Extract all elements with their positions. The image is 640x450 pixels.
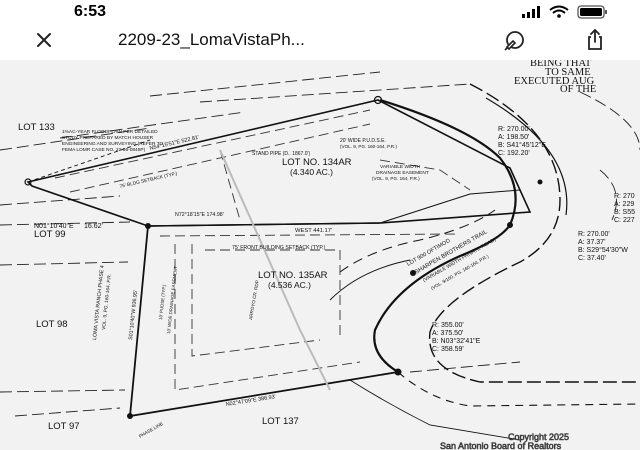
lot-135ar: LOT NO. 135AR (4.536 AC.): [258, 270, 328, 290]
lot-134ar: LOT NO. 134AR (4.340 AC.): [282, 157, 352, 177]
floodplain-note: 1%AC-YEAR FLOODPLAIN PER DETAILED STUDY …: [62, 129, 164, 153]
lot-135ar-acres: (4.536 AC.): [268, 280, 311, 290]
copyright-watermark: Copyright 2025 San Antonio Board of Real…: [440, 432, 570, 450]
curve-2-bearing: B: S29°54'30"W: [578, 246, 628, 254]
cellular-signal-icon: [522, 6, 540, 18]
close-icon[interactable]: [32, 28, 56, 52]
curve-2-chord: C: 37.40': [578, 255, 606, 262]
lot-labels: LOT 133 LOT 99 LOT 98 LOT 97 LOT 137: [18, 122, 299, 432]
curve-3-radius: R: 355.00': [432, 322, 464, 329]
floodplain-note-line-4: FEMA LOMR CASE NO. 22-06-0845P): [62, 147, 146, 153]
pudse-note: 20' WIDE P.U.D.S.E.: [340, 138, 386, 144]
lot-134ar-acres: (4.340 AC.): [290, 167, 333, 177]
document-toolbar: 2209-23_LomaVistaPh...: [0, 24, 640, 56]
pudse-vol-note: (VOL. 9, PG. 160-164, P.R.): [340, 144, 397, 149]
west-call: WEST 441.17': [295, 228, 332, 234]
battery-icon: [577, 5, 607, 19]
lot-133-label: LOT 133: [18, 122, 55, 133]
drainage-note-2: DRAINAGE EASEMENT: [376, 170, 429, 176]
status-time: 6:53: [74, 3, 107, 20]
curve-3-bearing: B: N03°32'41"E: [432, 337, 481, 345]
curve-table-2: R: 270.00' A: 37.37' B: S29°54'30"W C: 3…: [578, 231, 628, 262]
curve-table-3: R: 355.00' A: 375.50' B: N03°32'41"E C: …: [432, 322, 481, 353]
curve-partial-radius: R: 270: [614, 193, 635, 200]
curve-table-1: R: 270.00' A: 198.50' B: S41°45'12"E C: …: [498, 126, 546, 157]
drainage-vol-note: (VOL. 9, PG. 164, P.R.): [372, 176, 420, 181]
document-title: 2209-23_LomaVistaPh...: [118, 30, 305, 49]
wifi-icon: [549, 5, 569, 18]
lot-98-label: LOT 98: [36, 319, 68, 330]
curve-3-chord: C: 358.59': [432, 346, 464, 353]
share-icon[interactable]: [583, 28, 607, 52]
lot-137-label: LOT 137: [262, 416, 299, 427]
curve-partial-chord: C: 227: [614, 217, 635, 224]
n01-call: N01°10'40"E: [34, 222, 74, 230]
pudse-side-label: 10' PUDSE (TYP.): [158, 284, 167, 320]
curve-1-arc: A: 198.50': [498, 134, 529, 141]
adjacent-lot-lines: [0, 71, 640, 417]
floodplain-note-line-3: ENGINEERING AND SURVEYING (REFER TO: [62, 141, 164, 147]
curve-1-bearing: B: S41°45'12"E: [498, 141, 546, 149]
status-bar: 6:53: [0, 0, 640, 24]
floodplain-note-line-1: 1%AC-YEAR FLOODPLAIN PER DETAILED: [62, 129, 158, 135]
curve-1-chord: C: 192.20': [498, 150, 530, 157]
header-line-4: OF THE: [560, 84, 596, 95]
header-line-1: BEING THAT: [530, 60, 592, 69]
floodplain-note-line-2: STUDY PREPARED BY MATCH HOUSER: [62, 135, 154, 141]
stand-pipe-note: STAND PIPE (D.. 1867.0'): [252, 151, 310, 157]
bearing-mid: N72°18'15"E 174.98': [175, 212, 224, 218]
creek-line: [219, 149, 331, 391]
curve-table-partial: R: 270 A: 229 B: S55 C: 227: [614, 193, 635, 224]
plat-drawing: BEING THAT TO SAME EXECUTED AUG OF THE: [0, 60, 640, 450]
document-viewport[interactable]: BEING THAT TO SAME EXECUTED AUG OF THE: [0, 60, 640, 450]
setback-lines: [54, 109, 471, 391]
lot-boundaries: [26, 99, 532, 418]
lot-99-label: LOT 99: [34, 229, 66, 240]
lot-135ar-name: LOT NO. 135AR: [258, 270, 328, 281]
subdivision-vol-label: VOL. 9, PG. 160-164, P.R.: [101, 274, 113, 331]
copyright-line-1: Copyright 2025: [508, 432, 569, 442]
curve-1-radius: R: 270.00': [498, 126, 530, 133]
lot-134ar-name: LOT NO. 134AR: [282, 157, 352, 168]
n01-dist: 16.62': [84, 223, 103, 230]
drainage-note-1: VARIABLE WIDTH: [380, 164, 421, 170]
curve-2-arc: A: 37.37': [578, 239, 605, 246]
survey-monuments: [24, 95, 543, 419]
status-icons: [522, 5, 607, 19]
lot-97-label: LOT 97: [48, 421, 80, 432]
creek-label: ARROYO CR. RDP: [248, 280, 260, 320]
plat-header: BEING THAT TO SAME EXECUTED AUG OF THE: [514, 60, 596, 95]
curve-partial-arc: A: 229: [614, 201, 634, 208]
markup-pen-icon[interactable]: [502, 28, 526, 52]
copyright-line-2: San Antonio Board of Realtors: [440, 441, 562, 450]
setback-main-note: 75' FRONT BUILDING SETBACK (TYP.): [232, 245, 326, 251]
road-boundary-curves: [329, 83, 640, 441]
curve-partial-bearing: B: S55: [614, 209, 635, 216]
curve-2-radius: R: 270.00': [578, 231, 610, 238]
header-line-3: EXECUTED AUG: [514, 76, 595, 87]
west-bearing: S01°10'40"W 936.95': [128, 290, 139, 340]
header-line-2: TO SAME: [545, 67, 591, 78]
curve-3-arc: A: 375.50': [432, 330, 463, 337]
